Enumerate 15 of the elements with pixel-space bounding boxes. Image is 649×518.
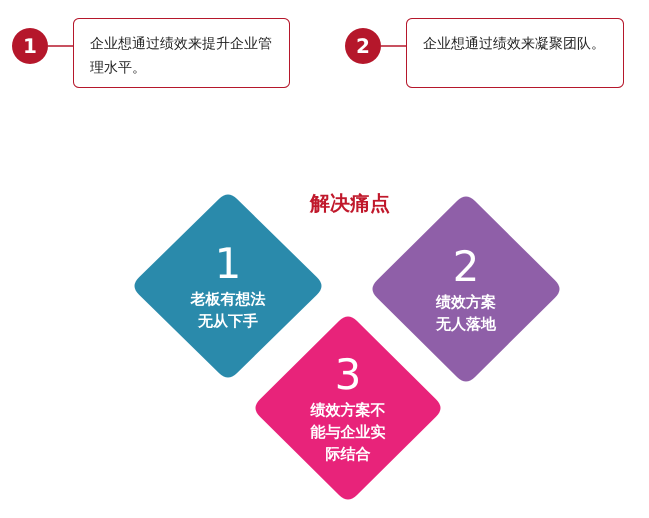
connector-line — [381, 45, 406, 47]
callout-box — [73, 18, 290, 88]
number-badge: 1 — [12, 28, 48, 64]
section-title: 解决痛点 — [308, 190, 391, 217]
diamond-text: 绩效方案不能与企业实际结合 — [309, 400, 386, 465]
diamond-number: 2 — [452, 243, 480, 291]
diamond-text: 老板有想法无从下手 — [189, 289, 266, 332]
connector-line — [48, 45, 73, 47]
diamond-number: 1 — [214, 240, 242, 288]
callout-text: 企业想通过绩效来提升企业管理水平。 — [90, 35, 273, 78]
callout-text: 企业想通过绩效来凝聚团队。 — [423, 35, 606, 54]
callout-box — [406, 18, 624, 88]
diamond-number: 3 — [334, 351, 362, 399]
diamond-text: 绩效方案无人落地 — [434, 292, 498, 335]
number-badge: 2 — [345, 28, 381, 64]
